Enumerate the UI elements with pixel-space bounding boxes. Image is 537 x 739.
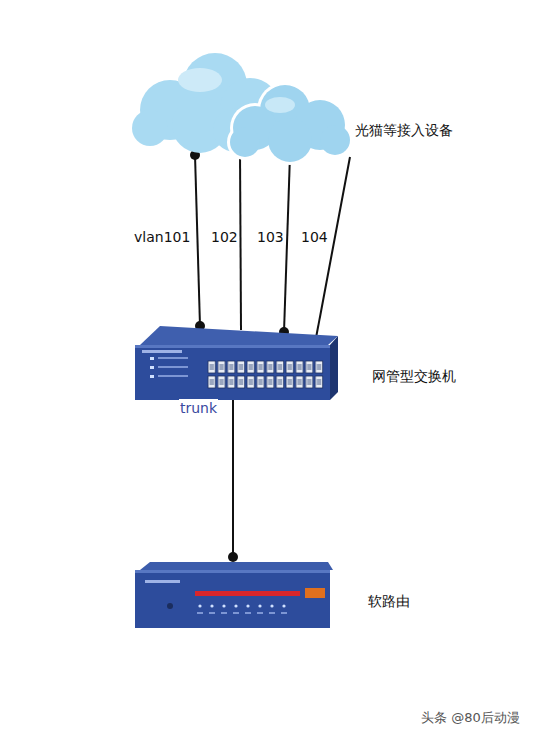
vlan-label: 103 — [256, 228, 285, 246]
device-label: 光猫等接入设备 — [355, 121, 453, 139]
vlan-label: 104 — [300, 228, 329, 246]
vlan-label: vlan101 — [133, 228, 191, 246]
watermark: 头条 @80后动漫 — [421, 710, 520, 726]
trunk-label: trunk — [179, 399, 218, 417]
vlan-label: 102 — [210, 228, 239, 246]
link-line — [240, 151, 241, 330]
link-line — [233, 392, 234, 557]
cloud-access-devices: 光猫等接入设备 — [130, 45, 470, 157]
managed-switch: 网管型交换机 — [135, 326, 470, 402]
soft-router: 软路由 — [133, 560, 433, 632]
link-line — [195, 155, 200, 326]
managed-switch-illustration — [135, 326, 470, 402]
link-line — [284, 155, 290, 332]
device-label: 软路由 — [368, 592, 410, 610]
port-dot — [228, 552, 238, 562]
cloud-access-devices-illustration — [130, 45, 470, 157]
device-label: 网管型交换机 — [372, 367, 456, 385]
link-line — [316, 157, 350, 338]
